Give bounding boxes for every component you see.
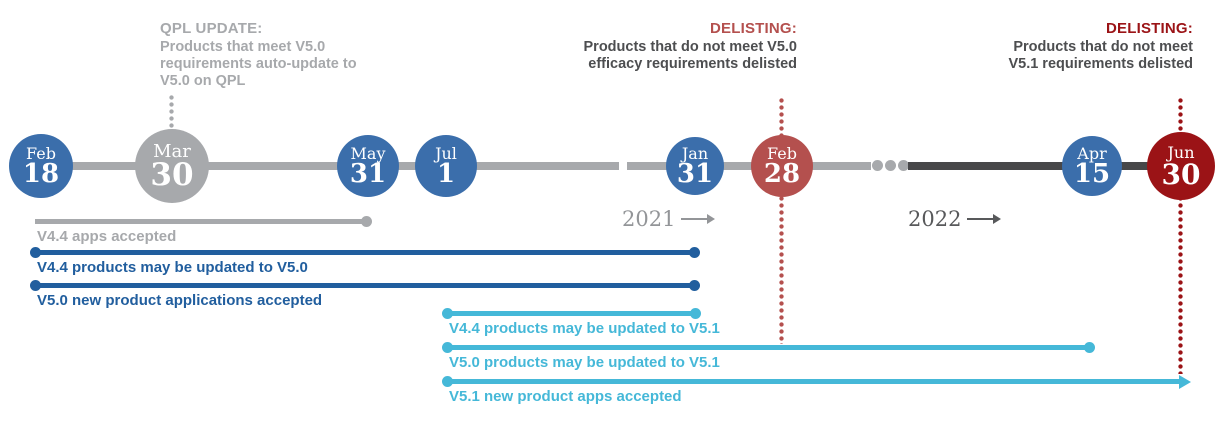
year-label-2022: 2022 (908, 207, 1002, 231)
node-day: 28 (763, 158, 801, 189)
node-month: Jan (681, 143, 709, 163)
timeline-node-jan-31: Jan 31 (666, 137, 724, 195)
node-day: 31 (349, 158, 387, 189)
bar-line (35, 219, 367, 224)
timeline-ellipsis-dot (898, 160, 909, 171)
bar-line (447, 379, 1180, 384)
bar-endpoint-dot (689, 247, 700, 258)
node-day: 31 (676, 158, 714, 189)
dotted-connector-delisting-v51 (1178, 97, 1183, 374)
bar-arrowhead-icon (1179, 375, 1191, 389)
timeline-segment-dark (908, 162, 1180, 170)
bar-endpoint-dot (361, 216, 372, 227)
bar-label: V5.0 products may be updated to V5.1 (449, 354, 720, 371)
timeline-node-apr-15: Apr 15 (1062, 136, 1122, 196)
bar-label: V5.0 new product applications accepted (37, 292, 323, 309)
bar-endpoint-dot (30, 280, 41, 291)
bar-endpoint-dot (442, 342, 453, 353)
bar-endpoint-dot (690, 308, 701, 319)
annotation-delisting-v51-title: DELISTING: (1106, 20, 1193, 37)
timeline-node-mar-30: Mar 30 (135, 129, 209, 203)
annotation-delisting-v50-title: DELISTING: (710, 20, 797, 37)
timeline-node-feb-28: Feb 28 (751, 135, 813, 197)
year-arrow-icon (681, 214, 716, 224)
timeline-segment-gray-1 (40, 162, 619, 170)
bar-endpoint-dot (442, 376, 453, 387)
timeline-ellipsis-dot (872, 160, 883, 171)
node-month: Feb (26, 143, 56, 163)
bar-endpoint-dot (1084, 342, 1095, 353)
annotation-qpl-update: QPL UPDATE: Products that meet V5.0 requ… (160, 20, 372, 90)
year-text: 2021 (622, 207, 676, 231)
timeline-node-may-31: May 31 (337, 135, 399, 197)
bar-label: V5.1 new product apps accepted (449, 388, 682, 405)
bar-line (447, 311, 696, 316)
dotted-connector-qpl (169, 94, 174, 132)
node-day: 30 (150, 156, 194, 193)
timeline-node-jul-1: Jul 1 (415, 135, 477, 197)
timeline-ellipsis-dot (885, 160, 896, 171)
node-month: Feb (767, 143, 797, 163)
bar-label: V4.4 products may be updated to V5.1 (449, 320, 720, 337)
annotation-delisting-v50-body: Products that do not meet V5.0 efficacy … (583, 39, 798, 72)
bar-line (35, 283, 695, 288)
timeline-node-jun-30: Jun 30 (1147, 132, 1215, 200)
node-day: 18 (22, 158, 60, 189)
bar-label: V4.4 apps accepted (37, 228, 177, 245)
annotation-delisting-v50: DELISTING: Products that do not meet V5.… (582, 20, 798, 73)
year-arrow-icon (967, 214, 1002, 224)
dotted-connector-delisting-v50 (779, 97, 784, 344)
year-label-2021: 2021 (622, 207, 716, 231)
node-month: Jun (1167, 142, 1195, 162)
bar-line (447, 345, 1090, 350)
node-month: Mar (153, 140, 191, 162)
bar-label: V4.4 products may be updated to V5.0 (37, 259, 308, 276)
node-day: 1 (436, 158, 456, 189)
year-text: 2022 (908, 207, 962, 231)
annotation-delisting-v51: DELISTING: Products that do not meet V5.… (987, 20, 1193, 73)
node-month: May (350, 143, 386, 163)
annotation-delisting-v51-body: Products that do not meet V5.1 requireme… (1008, 39, 1193, 72)
bar-line (35, 250, 695, 255)
annotation-qpl-body: Products that meet V5.0 requirements aut… (160, 39, 357, 89)
timeline-node-feb-18: Feb 18 (9, 134, 73, 198)
bar-endpoint-dot (689, 280, 700, 291)
node-month: Jul (435, 143, 457, 163)
bar-endpoint-dot (442, 308, 453, 319)
annotation-qpl-title: QPL UPDATE: (160, 20, 263, 37)
node-day: 15 (1073, 158, 1111, 189)
bar-endpoint-dot (30, 247, 41, 258)
timeline-segment-gray-2 (627, 162, 871, 170)
node-month: Apr (1077, 143, 1107, 163)
node-day: 30 (1161, 157, 1201, 191)
